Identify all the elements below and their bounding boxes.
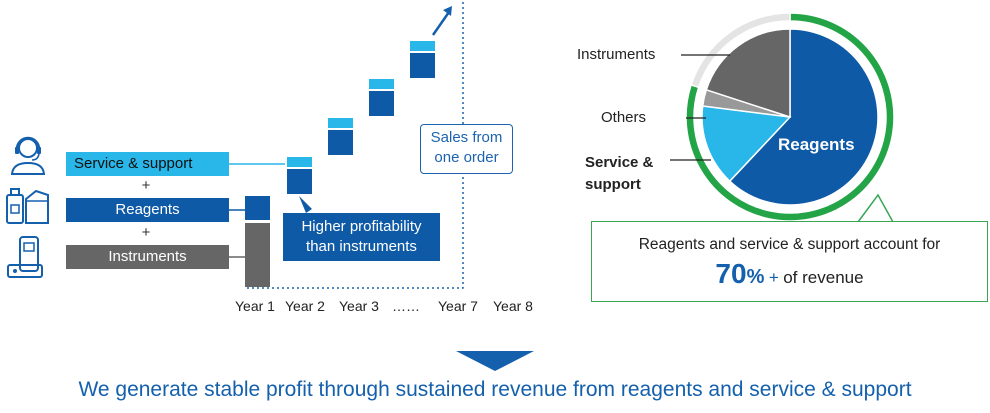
growth-arrow-line [431,11,451,36]
green-callout-pointer [857,193,894,223]
pie-slice-reagents [728,28,879,206]
year3-service-block [328,118,353,128]
profitability-callout-pointer [299,196,312,213]
plus-sign-2: + [141,224,151,241]
year7-service-block [410,41,435,51]
revenue-share-box: Reagents and service & support account f… [591,221,988,302]
instruments-label: Instruments [66,245,229,269]
profitability-line2: than instruments [306,238,417,255]
outer-ring-rest [690,12,791,89]
pie-label-reagents: Reagents [778,135,855,154]
conclusion-text: We generate stable profit through sustai… [78,378,912,401]
pie-label-service-line1: Service & [585,154,654,171]
year-2-label: Year 2 [285,298,325,314]
sales-line1: Sales from [430,129,503,146]
year-1-label: Year 1 [235,298,275,314]
year-8-label: Year 8 [493,298,533,314]
year5-service-block [369,79,394,89]
pie-slice-instruments [705,28,791,119]
pie-label-service-support: Service & support [585,152,653,196]
reagent-bottles-icon [6,188,49,224]
year1-instrument-bar [245,223,270,287]
revenue-share-percent: % [746,266,765,288]
year1-reagent-block [245,196,270,220]
revenue-share-suffix: of revenue [783,268,864,287]
year2-service-block [287,157,312,167]
revenue-share-line2: 70% + of revenue [592,258,987,290]
service-support-label: Service & support [66,152,229,176]
year-ellipsis-label: …… [392,298,420,314]
revenue-share-line1: Reagents and service & support account f… [638,236,941,253]
sales-dotted-frame [245,2,464,289]
year7-reagent-block [410,53,435,78]
year-3-label: Year 3 [339,298,379,314]
revenue-share-value: 70 [715,258,747,289]
sales-line2: one order [434,149,499,166]
profitability-callout: Higher profitability than instruments [283,213,440,261]
sales-from-one-order-box: Sales from one order [420,124,513,174]
revenue-pie-chart [685,12,895,222]
profitability-line1: Higher profitability [301,218,422,235]
pie-label-others: Others [601,109,647,126]
pie-slice-service-support [701,105,792,183]
down-arrow-icon [456,351,534,371]
year2-reagent-block [287,169,312,194]
year5-reagent-block [369,91,394,116]
pie-label-instruments: Instruments [577,46,656,63]
revenue-steps-diagram [229,2,464,289]
pie-label-service-line2: support [585,176,641,193]
year3-reagent-block [328,130,353,155]
plus-sign-1: + [141,177,151,194]
revenue-share-plus: + [768,268,779,287]
year-7-label: Year 7 [438,298,478,314]
customer-support-icon [10,136,46,175]
reagents-label: Reagents [66,198,229,222]
growth-arrow-head [443,6,452,16]
analyzer-instrument-icon [7,236,43,278]
